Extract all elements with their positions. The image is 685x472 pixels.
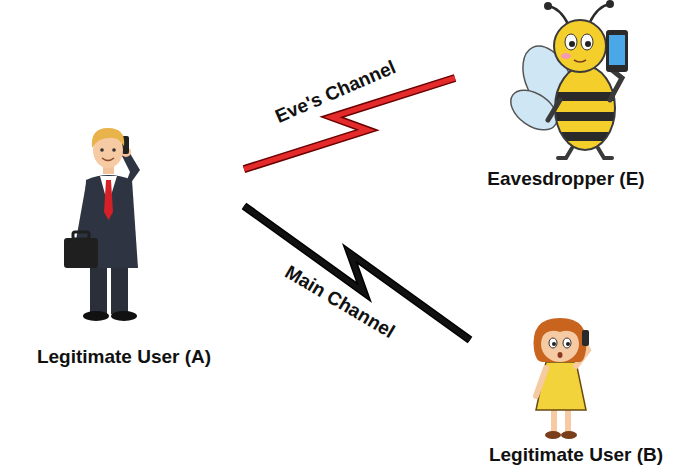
user-caption: Legitimate User (A) <box>4 346 244 368</box>
user-node: Legitimate User (B) <box>470 312 682 468</box>
user-caption: Legitimate User (B) <box>470 444 682 466</box>
businessman-figure <box>64 128 140 321</box>
user-caption: Eavesdropper (E) <box>455 168 677 190</box>
bee-figure <box>504 0 628 158</box>
user-node: Legitimate User (A) <box>4 125 244 370</box>
girl-figure <box>534 318 589 439</box>
eavesdropper-node: Eavesdropper (E) <box>455 2 677 192</box>
